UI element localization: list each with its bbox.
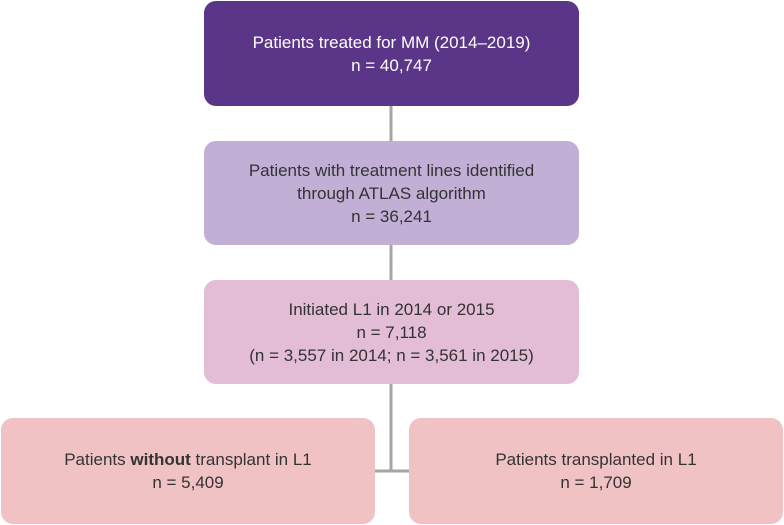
- box-initiated-title: Initiated L1 in 2014 or 2015: [288, 299, 495, 319]
- without-transplant-suffix: transplant in L1: [190, 450, 312, 469]
- box-without-transplant: Patients without transplant in L1 n = 5,…: [1, 418, 375, 524]
- without-transplant-emphasis: without: [130, 450, 191, 469]
- box-patients-treated: Patients treated for MM (2014–2019) n = …: [204, 1, 579, 106]
- box-atlas-identified: Patients with treatment lines identified…: [204, 141, 579, 245]
- box-patients-treated-count: n = 40,747: [351, 55, 432, 75]
- box-without-transplant-count: n = 5,409: [152, 473, 224, 492]
- box-initiated-detail: (n = 3,557 in 2014; n = 3,561 in 2015): [249, 345, 534, 365]
- box-initiated-count: n = 7,118: [356, 322, 427, 342]
- box-atlas-count: n = 36,241: [351, 206, 432, 226]
- box-atlas-title-line2: through ATLAS algorithm: [297, 183, 486, 203]
- without-transplant-prefix: Patients: [64, 450, 131, 469]
- box-atlas-title-line1: Patients with treatment lines identified: [248, 160, 535, 180]
- box-initiated-l1: Initiated L1 in 2014 or 2015 n = 7,118 (…: [204, 280, 579, 384]
- box-transplanted: Patients transplanted in L1 n = 1,709: [409, 418, 783, 524]
- box-transplanted-count: n = 1,709: [560, 473, 632, 492]
- box-transplanted-title: Patients transplanted in L1: [495, 450, 697, 469]
- box-patients-treated-title: Patients treated for MM (2014–2019): [252, 32, 531, 52]
- box-without-transplant-title: Patients without transplant in L1: [64, 448, 312, 471]
